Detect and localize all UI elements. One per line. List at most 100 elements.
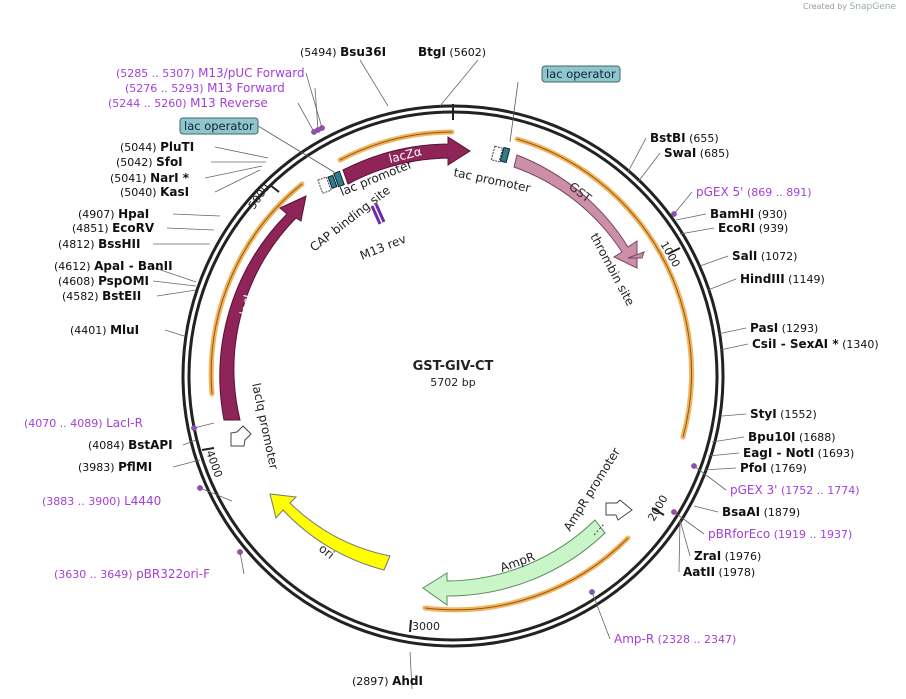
primer-site-p7: Amp-R (2328 .. 2347) [614, 632, 736, 646]
enzyme-leader [214, 169, 261, 193]
enzyme-site-e26: (4851) EcoRV [72, 221, 155, 235]
tick-marks [201, 104, 681, 633]
ori-arrow [269, 493, 391, 571]
laciq-promoter-arrow [230, 425, 252, 447]
primer-leader [239, 551, 245, 575]
enzyme-site-e13: EagI - NotI (1693) [743, 446, 854, 460]
primer-leader [193, 422, 215, 429]
enzyme-site-e21: (4401) MluI [70, 323, 139, 337]
tac-promoter-label: tac promoter [452, 165, 531, 195]
enzyme-site-e8: HindIII (1149) [740, 272, 825, 286]
lac-operator-callout-1 [541, 65, 621, 83]
enzyme-leader [627, 137, 647, 173]
cap-site-feature [327, 174, 338, 189]
enzyme-site-e5: BamHI (930) [710, 207, 787, 221]
enzyme-leader [675, 213, 707, 221]
enzyme-leader [172, 213, 221, 217]
enzyme-leader [707, 278, 737, 291]
enzyme-leader [679, 519, 691, 557]
primer-leader [673, 511, 705, 535]
primer-site-p3: (5244 .. 5260) M13 Reverse [108, 96, 268, 110]
primer-site-p10: (4070 .. 4089) LacI-R [24, 416, 143, 430]
enzyme-site-e7: SalI (1072) [732, 249, 797, 263]
primer-mark [311, 129, 317, 135]
primer-mark [191, 425, 197, 431]
enzyme-leader [156, 289, 197, 297]
lac-operator-feature-1 [499, 146, 511, 164]
thrombin-site-feature [627, 251, 645, 259]
thrombin-site-label: thrombin site [587, 231, 637, 308]
enzyme-leader [182, 439, 197, 446]
enzyme-leader [711, 436, 745, 443]
enzyme-site-e25: (4812) BssHII [58, 237, 140, 251]
primer-mark [691, 463, 697, 469]
enzyme-leader [214, 146, 269, 159]
enzyme-leader [359, 59, 389, 107]
enzyme-site-e30: (5042) SfoI [116, 155, 183, 169]
primer-leader [297, 102, 315, 133]
primer-site-p2: (5276 .. 5293) M13 Forward [125, 81, 285, 95]
leader-lines [148, 59, 749, 690]
enzyme-leader [678, 519, 681, 573]
primer-leader [673, 191, 693, 215]
enzyme-site-e4: SwaI (685) [664, 146, 729, 160]
lacZa-arrow [342, 136, 471, 185]
lac-promoter-feature [317, 176, 332, 194]
primer-site-p1: (5285 .. 5307) M13/pUC Forward [116, 66, 305, 80]
primer-mark [197, 485, 203, 491]
enzyme-leader [699, 255, 729, 267]
enzyme-leader [721, 413, 747, 417]
primer-site-p6: pBRforEco (1919 .. 1937) [708, 527, 852, 541]
primer-leader [591, 591, 611, 640]
plasmid-length: 5702 bp [430, 376, 475, 389]
primer-mark [671, 509, 677, 515]
ampr-promoter-label: AmpR promoter [561, 445, 623, 533]
enzyme-site-e12: Bpu10I (1688) [748, 430, 836, 444]
enzyme-leader [439, 59, 479, 107]
m13-rev-feature [370, 203, 386, 225]
enzyme-site-e2: BtgI (5602) [418, 45, 486, 59]
enzyme-site-e16: ZraI (1976) [694, 549, 761, 563]
m13-rev-label: M13 rev [358, 232, 408, 263]
enzyme-site-e18: (2897) AhdI [352, 674, 423, 688]
watermark: Created by SnapGene [803, 2, 896, 12]
enzyme-site-e6: EcoRI (939) [718, 221, 788, 235]
enzyme-site-e23: (4608) PspOMI [58, 274, 149, 288]
enzyme-leader [637, 152, 661, 183]
enzyme-leader [166, 227, 215, 231]
enzyme-leader [693, 505, 719, 513]
enzyme-leader [152, 280, 197, 287]
primer-site-p9: (3883 .. 3900) L4440 [42, 494, 161, 508]
primer-site-p4: pGEX 5' (869 .. 891) [696, 185, 812, 199]
orf-arc-gst [514, 136, 695, 440]
enzyme-site-e11: StyI (1552) [750, 407, 817, 421]
enzyme-site-e24: (4612) ApaI - BanII [54, 259, 173, 273]
lacI-arrow [219, 195, 307, 421]
enzyme-leader [164, 329, 185, 337]
primer-leader [314, 87, 319, 131]
enzyme-site-e9: PasI (1293) [750, 321, 818, 335]
tick-label-2000: 2000 [645, 493, 670, 524]
primer-mark [237, 549, 243, 555]
enzyme-site-e27: (4907) HpaI [78, 207, 149, 221]
primer-mark [671, 211, 677, 217]
enzyme-site-e14: PfoI (1769) [740, 461, 807, 475]
lac-operator-callout-2 [179, 117, 259, 135]
AmpR-arrow [422, 519, 606, 606]
enzyme-leader [409, 651, 413, 690]
tick-label-4000: 4000 [203, 449, 225, 480]
GST-arrow [513, 154, 638, 269]
enzyme-site-e28: (5040) KasI [120, 185, 189, 199]
lac-operator-feature-2 [333, 170, 345, 188]
primer-mark [589, 589, 595, 595]
primer-site-p8: (3630 .. 3649) pBR322ori-F [54, 567, 210, 581]
enzyme-leader [719, 343, 749, 351]
plasmid-name: GST-GIV-CT [413, 359, 494, 374]
tick-label-3000: 3000 [412, 620, 440, 633]
enzyme-site-e3: BstBI (655) [650, 131, 719, 145]
enzyme-leader [707, 452, 740, 457]
enzyme-leader [679, 227, 715, 235]
enzyme-site-e22: (4582) BstEII [62, 289, 141, 303]
